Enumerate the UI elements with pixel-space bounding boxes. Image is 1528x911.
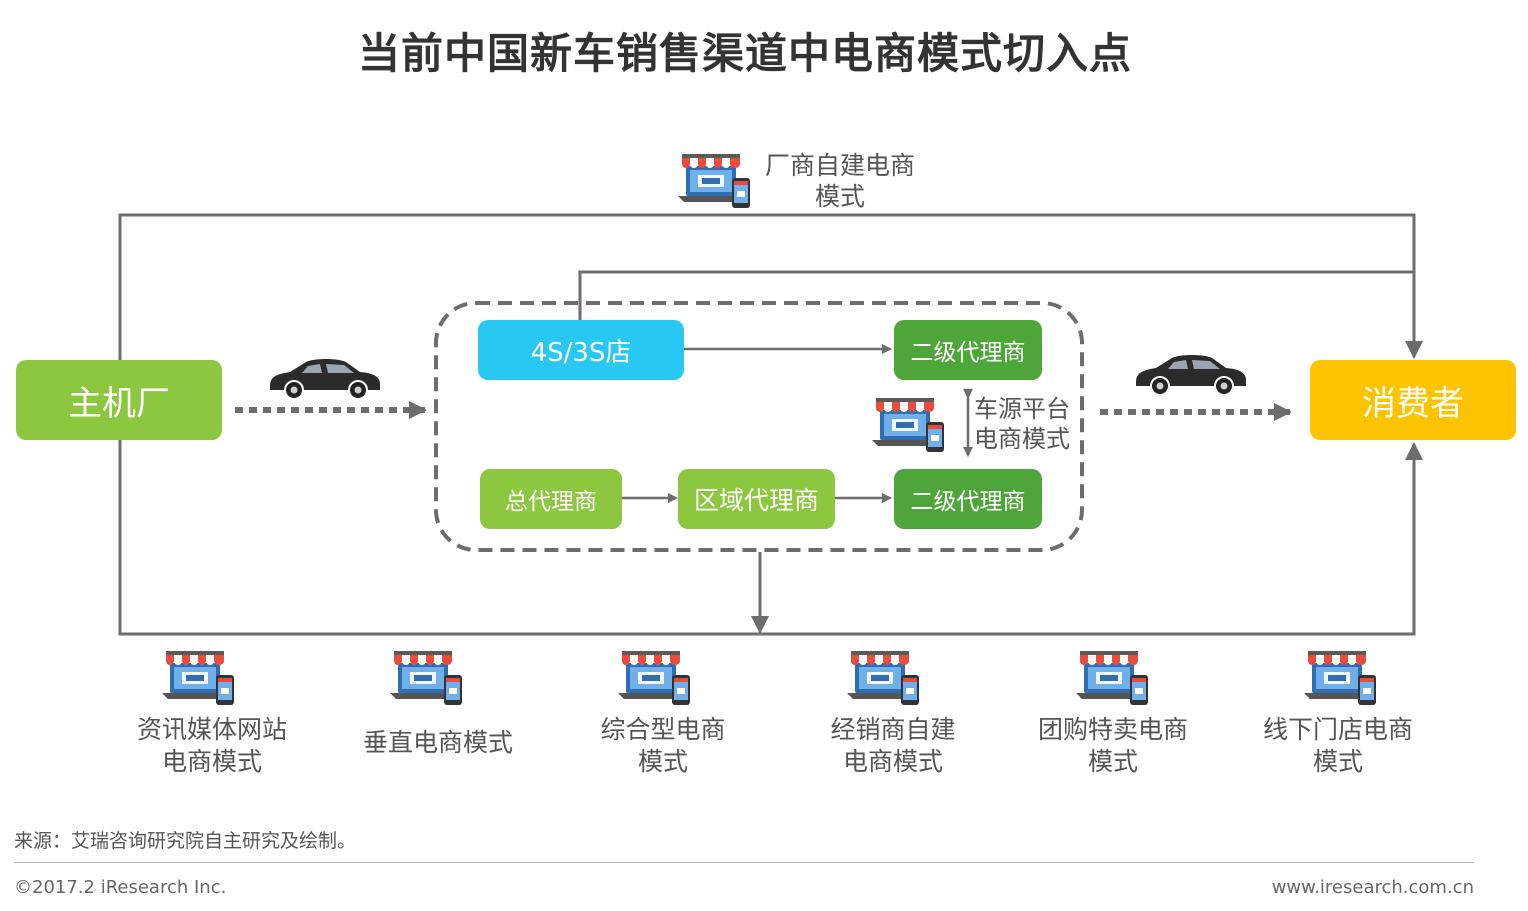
online-shop-icon xyxy=(678,154,750,208)
online-shop-icon xyxy=(847,651,919,705)
online-shop-icon xyxy=(1304,651,1376,705)
mode-label-vertical: 垂直电商模式 xyxy=(348,727,528,759)
mode-line2: 模式 xyxy=(637,747,688,776)
mode-line1: 团购特卖电商 xyxy=(1037,715,1188,744)
mode-line2: 模式 xyxy=(1312,747,1363,776)
website-link[interactable]: www.iresearch.com.cn xyxy=(1271,877,1474,898)
oem-ecommerce-label: 厂商自建电商 模式 xyxy=(760,150,920,212)
page-title: 当前中国新车销售渠道中电商模式切入点 xyxy=(357,29,1132,78)
footer-divider xyxy=(14,862,1474,863)
mode-line2: 电商模式 xyxy=(842,747,943,776)
mode-line1: 经销商自建 xyxy=(830,715,956,744)
dealer-group-boundary xyxy=(434,301,1084,552)
copyright-text: ©2017.2 iResearch Inc. xyxy=(14,877,227,898)
car-icon xyxy=(1135,354,1247,396)
manufacturer-node: 主机厂 xyxy=(16,360,222,440)
car-icon xyxy=(269,358,381,400)
online-shop-icon xyxy=(618,651,690,705)
mode-line1: 资讯媒体网站 xyxy=(136,715,287,744)
consumer-node: 消费者 xyxy=(1310,360,1516,440)
mode-label-group-buying: 团购特卖电商 模式 xyxy=(1023,714,1203,778)
mode-label-dealer-built: 经销商自建 电商模式 xyxy=(803,714,983,778)
mode-label-info-media: 资讯媒体网站 电商模式 xyxy=(122,714,302,778)
mode-line2: 模式 xyxy=(1087,747,1138,776)
car-source-line1: 车源平台 xyxy=(974,395,1070,423)
store-to-consumer-connector xyxy=(578,270,1414,320)
secondary-dealer-top-node: 二级代理商 xyxy=(894,320,1042,380)
mode-line1: 线下门店电商 xyxy=(1262,715,1413,744)
oem-direct-connector xyxy=(118,213,1423,360)
mode-line1: 垂直电商模式 xyxy=(362,728,513,757)
oem-ecommerce-line1: 厂商自建电商 xyxy=(764,151,915,180)
source-note: 来源：艾瑞咨询研究院自主研究及绘制。 xyxy=(14,830,357,852)
mode-label-offline-store: 线下门店电商 模式 xyxy=(1248,714,1428,778)
bottom-channel-connector xyxy=(118,440,1423,636)
mode-line1: 综合型电商 xyxy=(600,715,726,744)
general-agent-node: 总代理商 xyxy=(480,469,622,529)
mode-line2: 电商模式 xyxy=(161,747,262,776)
secondary-dealer-bottom-node: 二级代理商 xyxy=(894,469,1042,529)
car-source-platform-label: 车源平台 电商模式 xyxy=(974,394,1070,454)
oem-ecommerce-line2: 模式 xyxy=(814,182,865,211)
online-shop-icon xyxy=(1076,651,1148,705)
online-shop-icon xyxy=(872,398,944,452)
online-shop-icon xyxy=(162,651,234,705)
car-source-line2: 电商模式 xyxy=(974,425,1070,453)
regional-agent-node: 区域代理商 xyxy=(678,469,835,529)
mode-label-comprehensive: 综合型电商 模式 xyxy=(573,714,753,778)
store-4s-node: 4S/3S店 xyxy=(478,320,684,380)
online-shop-icon xyxy=(390,651,462,705)
